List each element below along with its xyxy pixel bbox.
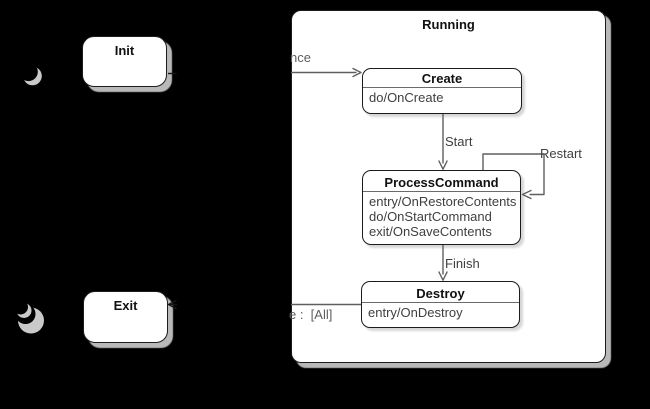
- initial-state-shadow-icon[interactable]: [19, 62, 42, 86]
- label-finish[interactable]: Finish: [445, 256, 480, 271]
- transition-restart[interactable]: [482, 153, 545, 196]
- arrowhead-down-icon: [438, 160, 448, 170]
- state-process-command-title: ProcessCommand: [384, 175, 499, 190]
- state-create-title: Create: [421, 71, 463, 86]
- activity-line: entry/OnRestoreContents: [369, 194, 517, 209]
- arrowhead-left-icon: [167, 299, 177, 310]
- label-init-transition[interactable]: nce: [290, 50, 311, 65]
- label-exit-transition[interactable]: e : [All]: [289, 307, 333, 322]
- state-process-command[interactable]: ProcessCommand entry/OnRestoreContents d…: [362, 170, 521, 245]
- state-exit-title: Exit: [113, 298, 138, 313]
- state-create-activities: do/OnCreate: [363, 87, 521, 105]
- activity-line: do/OnCreate: [369, 90, 444, 105]
- arrowhead-left-icon: [521, 189, 532, 200]
- state-destroy-activities: entry/OnDestroy: [362, 302, 519, 320]
- state-destroy[interactable]: Destroy entry/OnDestroy: [361, 281, 520, 328]
- state-running-title: Running: [422, 17, 475, 32]
- activity-line: do/OnStartCommand: [369, 209, 492, 224]
- state-init-title: Init: [114, 43, 135, 58]
- final-state-shadow-icon[interactable]: [13, 299, 44, 334]
- state-process-command-activities: entry/OnRestoreContents do/OnStartComman…: [363, 191, 520, 239]
- state-exit[interactable]: Exit: [83, 291, 168, 343]
- label-start[interactable]: Start: [445, 134, 473, 149]
- state-init[interactable]: Init: [82, 36, 167, 87]
- state-create[interactable]: Create do/OnCreate: [362, 68, 522, 114]
- label-restart[interactable]: Restart: [540, 146, 582, 161]
- activity-line: entry/OnDestroy: [368, 305, 463, 320]
- arrowhead-down-icon: [438, 271, 448, 281]
- arrowhead-right-icon: [352, 67, 362, 78]
- state-destroy-title: Destroy: [416, 286, 465, 301]
- activity-line: exit/OnSaveContents: [369, 224, 492, 239]
